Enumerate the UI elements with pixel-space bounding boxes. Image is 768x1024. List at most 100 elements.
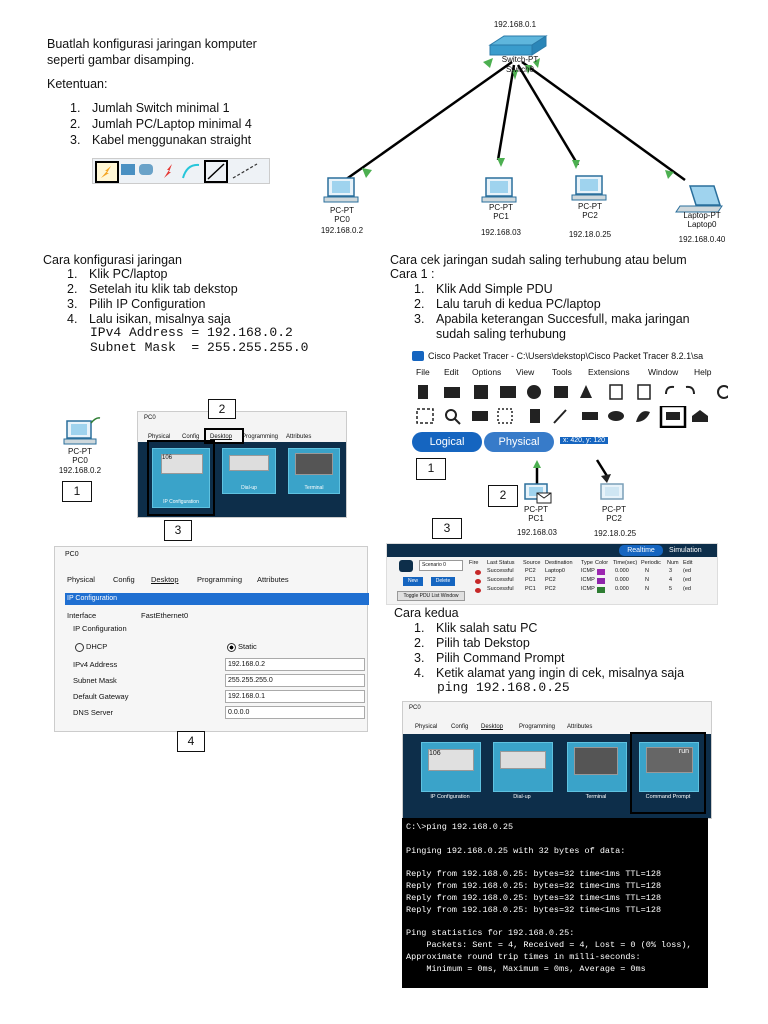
- new-button[interactable]: New: [403, 577, 423, 586]
- tab-physical[interactable]: Physical: [148, 434, 171, 440]
- laptop0-ip: 192.168.0.40: [678, 235, 726, 244]
- tab-physical[interactable]: Physical: [67, 575, 95, 584]
- tab-attributes[interactable]: Attributes: [257, 575, 289, 584]
- tab-attributes[interactable]: Attributes: [567, 724, 593, 730]
- table-row[interactable]: Successful PC2 Laptop0 ICMP 0.000 N 3 (e…: [469, 568, 717, 577]
- table-row[interactable]: Successful PC1 PC2 ICMP 0.000 N 5 (ed: [469, 586, 717, 595]
- terminal-line: Packets: Sent = 4, Received = 4, Lost = …: [406, 939, 692, 950]
- command-prompt-highlight: [630, 732, 706, 814]
- dhcp-radio[interactable]: [75, 643, 84, 652]
- pc0-window: PC0 Physical Config Desktop Programming …: [137, 411, 347, 518]
- dialup-tile[interactable]: Dial-up: [222, 448, 276, 494]
- switch-name: Switch0: [505, 65, 534, 74]
- kedua-item: Klik salah satu PC: [436, 621, 538, 635]
- lightning-icon[interactable]: [159, 162, 177, 180]
- pdu-placement: [524, 459, 624, 504]
- logical-tab[interactable]: Logical: [412, 432, 482, 452]
- kedua-heading: Cara kedua: [394, 606, 459, 620]
- subnet-mask-field[interactable]: 255.255.255.0: [225, 674, 365, 687]
- toggle-pdu-button[interactable]: Toggle PDU List Window: [397, 591, 465, 601]
- config-heading: Cara konfigurasi jaringan: [43, 253, 182, 267]
- interface-label: Interface: [67, 611, 97, 620]
- realtime-tab[interactable]: Realtime: [619, 545, 663, 556]
- menu-options[interactable]: Options: [472, 367, 502, 377]
- command-prompt-tile[interactable]: run: [639, 742, 699, 792]
- menu-tools[interactable]: Tools: [552, 367, 572, 377]
- menu-edit[interactable]: Edit: [444, 367, 459, 377]
- ip-config-icon: 106: [161, 454, 203, 474]
- scenario-select[interactable]: Scenario 0: [419, 560, 463, 571]
- terminal-line: Reply from 192.168.0.25: bytes=32 time<1…: [406, 892, 662, 903]
- terminal-line: Approximate round trip times in milli-se…: [406, 951, 641, 962]
- main-toolbar: [418, 384, 728, 400]
- auto-connect-icon[interactable]: [95, 161, 119, 183]
- table-row[interactable]: Successful PC1 PC2 ICMP 0.000 N 4 (ed: [469, 577, 717, 586]
- straight-cable-icon[interactable]: [204, 160, 228, 183]
- pt-pc1-type: PC-PT: [524, 505, 548, 514]
- pc-icon[interactable]: [62, 415, 102, 447]
- static-label: Static: [238, 642, 257, 651]
- terminal-tile[interactable]: Terminal: [288, 448, 340, 494]
- config-item: Pilih IP Configuration: [89, 297, 206, 311]
- kedua-item: Pilih Command Prompt: [436, 651, 565, 665]
- ipv4-field[interactable]: 192.168.0.2: [225, 658, 365, 671]
- intro-line-1: Buatlah konfigurasi jaringan komputer: [47, 37, 257, 51]
- coordinates-readout: x: 420, y: 120: [560, 437, 609, 444]
- pc0-small-type: PC-PT: [68, 447, 92, 456]
- ipv4-example: IPv4 Address = 192.168.0.2: [90, 325, 293, 340]
- tab-programming[interactable]: Programming: [197, 575, 243, 584]
- subnet-example: Subnet Mask = 255.255.255.0: [90, 340, 309, 355]
- menu-file[interactable]: File: [416, 367, 430, 377]
- tab-programming[interactable]: Programming: [242, 434, 279, 440]
- tab-config[interactable]: Config: [113, 575, 135, 584]
- window-title: PC0: [144, 415, 156, 421]
- serial-cable-icon[interactable]: [181, 162, 201, 180]
- pdu-table: Fire Last Status Source Destination Type…: [469, 560, 717, 595]
- ip-configuration-tile[interactable]: 106: [421, 742, 481, 792]
- tab-desktop[interactable]: Desktop: [481, 724, 504, 730]
- ipconfig-header: IP Configuration: [65, 593, 369, 605]
- step-number: 1: [416, 458, 446, 480]
- tab-desktop[interactable]: Desktop: [151, 575, 179, 584]
- topology-diagram: [323, 35, 723, 213]
- interface-value[interactable]: FastEthernet0: [141, 611, 189, 620]
- window-title: PC0: [65, 551, 79, 558]
- tab-config[interactable]: Config: [451, 724, 469, 730]
- ip-configuration-tile[interactable]: 106 IP Configuration: [152, 448, 210, 508]
- desktop-tab-highlight: [204, 428, 244, 444]
- gateway-field[interactable]: 192.168.0.1: [225, 690, 365, 703]
- physical-tab[interactable]: Physical: [484, 432, 554, 452]
- pc-icon: [481, 177, 517, 203]
- tab-desktop[interactable]: Desktop: [210, 434, 233, 440]
- terminal-tile[interactable]: [567, 742, 627, 792]
- connections-toolbar: [92, 158, 270, 184]
- color-swatch: [597, 569, 605, 575]
- tab-attributes[interactable]: Attributes: [286, 434, 312, 440]
- pc2-name: PC2: [582, 211, 598, 220]
- dns-field[interactable]: 0.0.0.0: [225, 706, 365, 719]
- menu-extensions[interactable]: Extensions: [588, 367, 630, 377]
- menu-window[interactable]: Window: [648, 367, 679, 377]
- pc0-small-ip: 192.168.0.2: [58, 466, 102, 475]
- tile-label: Dial-up: [241, 485, 257, 491]
- dialup-tile[interactable]: [493, 742, 553, 792]
- step-number: 3: [164, 520, 192, 541]
- status-dot-icon: [475, 579, 481, 584]
- menu-view[interactable]: View: [516, 367, 535, 377]
- static-radio[interactable]: [227, 643, 236, 652]
- config-item: Setelah itu klik tab dekstop: [89, 282, 238, 296]
- step-number: 3: [432, 518, 462, 539]
- pt-pc2-type: PC-PT: [602, 505, 626, 514]
- terminal-line: Reply from 192.168.0.25: bytes=32 time<1…: [406, 880, 662, 891]
- simulation-tab[interactable]: Simulation: [669, 547, 702, 554]
- tab-config[interactable]: Config: [182, 434, 200, 440]
- tab-physical[interactable]: Physical: [415, 724, 438, 730]
- delete-button[interactable]: Delete: [431, 577, 455, 586]
- switch-ip: 192.168.0.1: [493, 20, 537, 29]
- switch-label: Switch-PT: [501, 55, 539, 64]
- command-prompt-icon: run: [646, 747, 693, 773]
- menu-help[interactable]: Help: [694, 367, 712, 377]
- tab-programming[interactable]: Programming: [519, 724, 556, 730]
- crossover-cable-icon[interactable]: [231, 162, 259, 180]
